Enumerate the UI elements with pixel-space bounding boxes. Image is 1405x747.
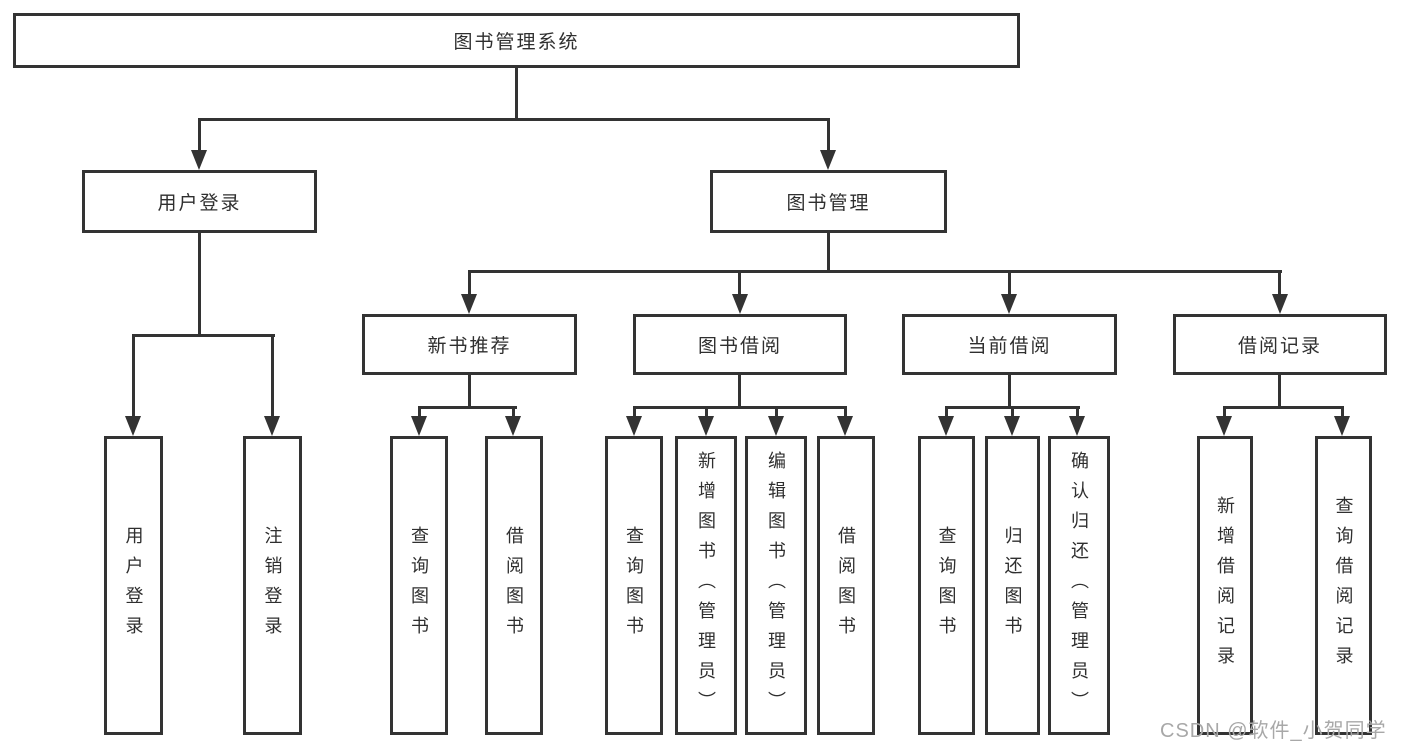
connector-drop (1008, 270, 1011, 298)
leaf-label: 归还图书 (1002, 525, 1023, 646)
connector-arrow (1069, 416, 1085, 436)
leaf-add-borrow-record: 新增借阅记录 (1197, 436, 1253, 735)
leaf-borrow-books: 借阅图书 (817, 436, 875, 735)
connector-arrow (1216, 416, 1232, 436)
connector-root-stem (515, 68, 518, 120)
leaf-user-login: 用户登录 (104, 436, 163, 735)
node-book-management: 图书管理 (710, 170, 947, 233)
connector-drop (271, 334, 274, 420)
connector-root-to-user-login (198, 118, 201, 154)
connector-arrow (938, 416, 954, 436)
leaf-label: 查询图书 (624, 525, 644, 646)
leaf-label: 借阅图书 (504, 525, 524, 646)
connector-stem (1008, 375, 1011, 409)
node-current-borrow: 当前借阅 (902, 314, 1117, 375)
leaf-label: 借阅图书 (836, 525, 856, 646)
connector-arrow (1001, 294, 1017, 314)
leaf-query-borrow-record: 查询借阅记录 (1315, 436, 1372, 735)
connector-drop (1223, 406, 1226, 420)
connector-arrow (820, 150, 836, 170)
node-label: 用户登录 (157, 193, 242, 214)
connector-drop (738, 270, 741, 298)
connector-drop (132, 334, 135, 420)
node-user-login: 用户登录 (82, 170, 317, 233)
connector-arrow (411, 416, 427, 436)
connector-arrow (505, 416, 521, 436)
leaf-query-books-recommend: 查询图书 (390, 436, 448, 735)
connector-arrow (698, 416, 714, 436)
connector-drop (945, 406, 948, 420)
leaf-query-books-borrow: 查询图书 (605, 436, 663, 735)
connector-book-mgmt-hbar (468, 270, 1282, 273)
connector-root-to-book-mgmt (827, 118, 830, 154)
connector-book-mgmt-stem (827, 233, 830, 273)
connector-drop (1011, 406, 1014, 420)
connector-hbar (1223, 406, 1344, 409)
connector-drop (1341, 406, 1344, 420)
leaf-label: 查询图书 (936, 525, 957, 646)
node-label: 借阅记录 (1237, 336, 1322, 357)
connector-arrow (1334, 416, 1350, 436)
leaf-confirm-return-admin: 确认归还（管理员） (1048, 436, 1110, 735)
connector-arrow (1272, 294, 1288, 314)
connector-arrow (264, 416, 280, 436)
connector-user-login-hbar (132, 334, 275, 337)
leaf-label: 用户登录 (123, 525, 144, 646)
leaf-edit-book-admin: 编辑图书（管理员） (745, 436, 807, 735)
leaf-label: 新增借阅记录 (1215, 495, 1235, 676)
connector-hbar (633, 406, 847, 409)
connector-arrow (191, 150, 207, 170)
leaf-query-books-current: 查询图书 (918, 436, 975, 735)
leaf-return-book: 归还图书 (985, 436, 1040, 735)
connector-stem (468, 375, 471, 409)
connector-stem (738, 375, 741, 409)
leaf-label: 注销登录 (262, 525, 283, 646)
connector-arrow (732, 294, 748, 314)
connector-drop (844, 406, 847, 420)
leaf-label: 新增图书（管理员） (696, 450, 716, 721)
connector-drop (512, 406, 515, 420)
node-borrow-records: 借阅记录 (1173, 314, 1387, 375)
connector-drop (1076, 406, 1079, 420)
connector-root-hbar (198, 118, 830, 121)
connector-user-login-stem (198, 233, 201, 337)
leaf-logout: 注销登录 (243, 436, 302, 735)
node-library-management-system: 图书管理系统 (13, 13, 1020, 68)
node-new-book-recommend: 新书推荐 (362, 314, 577, 375)
connector-drop (418, 406, 421, 420)
connector-drop (468, 270, 471, 298)
connector-arrow (461, 294, 477, 314)
connector-arrow (626, 416, 642, 436)
connector-drop (633, 406, 636, 420)
leaf-label: 查询图书 (409, 525, 429, 646)
connector-arrow (768, 416, 784, 436)
connector-stem (1278, 375, 1281, 409)
leaf-label: 确认归还（管理员） (1069, 450, 1089, 721)
connector-drop (775, 406, 778, 420)
node-label: 新书推荐 (427, 336, 512, 357)
connector-arrow (1004, 416, 1020, 436)
connector-drop (1278, 270, 1281, 298)
node-book-borrow: 图书借阅 (633, 314, 847, 375)
leaf-add-book-admin: 新增图书（管理员） (675, 436, 737, 735)
leaf-borrow-books-recommend: 借阅图书 (485, 436, 543, 735)
leaf-label: 查询借阅记录 (1333, 495, 1354, 676)
connector-arrow (125, 416, 141, 436)
connector-arrow (837, 416, 853, 436)
node-label: 图书管理系统 (453, 32, 580, 53)
node-label: 当前借阅 (967, 336, 1052, 357)
connector-hbar (418, 406, 517, 409)
node-label: 图书借阅 (697, 336, 782, 357)
connector-drop (705, 406, 708, 420)
node-label: 图书管理 (786, 193, 871, 214)
csdn-watermark: CSDN @软件_小贺同学 (1160, 720, 1387, 742)
leaf-label: 编辑图书（管理员） (766, 450, 786, 721)
